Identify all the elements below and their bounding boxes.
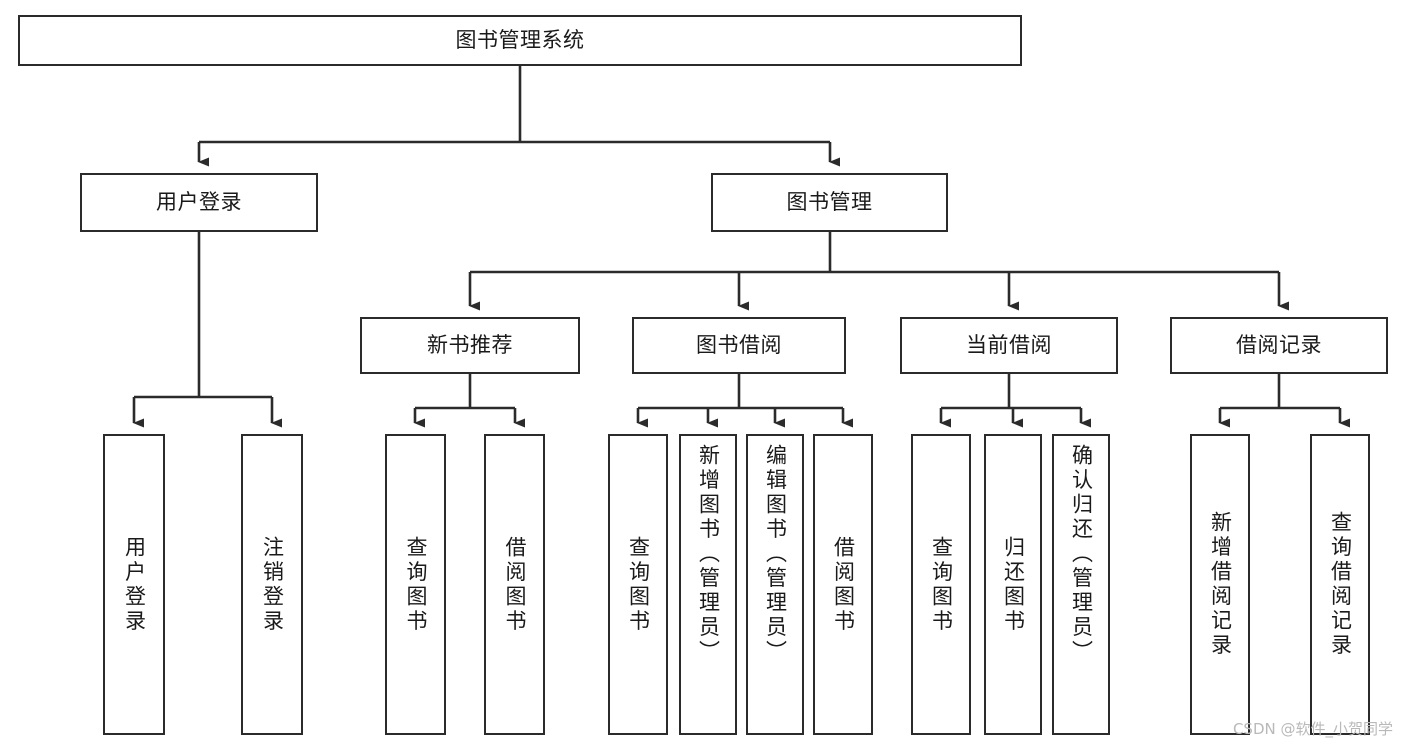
leaf-query-book-rec-label: 查询图书 — [404, 535, 428, 634]
node-current-borrow[interactable]: 当前借阅 — [900, 317, 1118, 374]
node-borrow-record-label: 借阅记录 — [1236, 332, 1322, 357]
node-user-login-label: 用户登录 — [156, 189, 242, 214]
leaf-borrow-book-label: 借阅图书 — [831, 535, 856, 634]
leaf-query-book-rec[interactable]: 查询图书 — [385, 434, 446, 735]
node-root-label: 图书管理系统 — [455, 27, 585, 52]
leaf-user-login-label: 用户登录 — [122, 535, 147, 634]
leaf-query-book-borrow[interactable]: 查询图书 — [608, 434, 668, 735]
leaf-query-borrow-record[interactable]: 查询借阅记录 — [1310, 434, 1370, 735]
leaf-confirm-return-admin[interactable]: 确认归还（管理员） — [1052, 434, 1110, 735]
leaf-user-login[interactable]: 用户登录 — [103, 434, 165, 735]
node-current-borrow-label: 当前借阅 — [966, 332, 1052, 357]
node-book-borrow[interactable]: 图书借阅 — [632, 317, 846, 374]
node-book-management-label: 图书管理 — [786, 189, 873, 214]
node-new-book-recommend-label: 新书推荐 — [427, 332, 513, 357]
leaf-borrow-book-rec-label: 借阅图书 — [503, 535, 527, 634]
leaf-query-book-current[interactable]: 查询图书 — [911, 434, 971, 735]
leaf-add-borrow-record[interactable]: 新增借阅记录 — [1190, 434, 1250, 735]
leaf-return-book-label: 归还图书 — [1001, 535, 1026, 634]
node-user-login[interactable]: 用户登录 — [80, 173, 318, 232]
leaf-add-book-admin[interactable]: 新增图书（管理员） — [679, 434, 737, 735]
leaf-borrow-book-rec[interactable]: 借阅图书 — [484, 434, 545, 735]
csdn-watermark: CSDN @软件_小贺同学 — [1232, 720, 1393, 738]
leaf-add-borrow-record-label: 新增借阅记录 — [1208, 511, 1233, 658]
leaf-query-book-borrow-label: 查询图书 — [626, 535, 651, 634]
leaf-edit-book-admin-label: 编辑图书（管理员） — [763, 444, 788, 665]
leaf-return-book[interactable]: 归还图书 — [984, 434, 1042, 735]
node-new-book-recommend[interactable]: 新书推荐 — [360, 317, 580, 374]
leaf-add-book-admin-label: 新增图书（管理员） — [696, 444, 721, 665]
leaf-query-book-current-label: 查询图书 — [929, 535, 954, 634]
leaf-borrow-book[interactable]: 借阅图书 — [813, 434, 873, 735]
leaf-logout-label: 注销登录 — [260, 535, 285, 634]
leaf-query-borrow-record-label: 查询借阅记录 — [1328, 511, 1353, 658]
leaf-confirm-return-admin-label: 确认归还（管理员） — [1069, 444, 1094, 665]
node-borrow-record[interactable]: 借阅记录 — [1170, 317, 1388, 374]
node-book-borrow-label: 图书借阅 — [696, 332, 782, 357]
leaf-edit-book-admin[interactable]: 编辑图书（管理员） — [746, 434, 804, 735]
node-root[interactable]: 图书管理系统 — [18, 15, 1022, 66]
leaf-logout[interactable]: 注销登录 — [241, 434, 303, 735]
node-book-management[interactable]: 图书管理 — [711, 173, 948, 232]
